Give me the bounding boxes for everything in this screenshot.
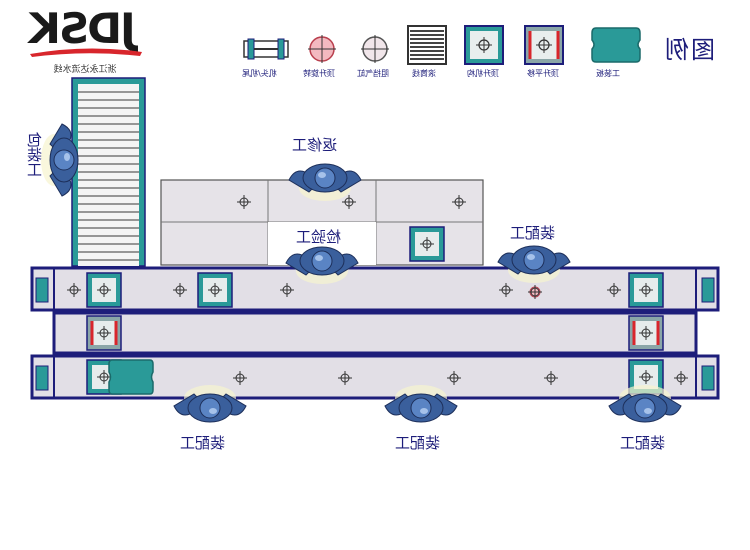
- lift-rotate-icon: [308, 35, 336, 63]
- label-assembler-b1: 装配工: [180, 434, 226, 452]
- conveyor-lane-3: [30, 354, 720, 400]
- worker-assembler-b1: [173, 384, 247, 423]
- label-assembler-b2: 装配工: [395, 434, 441, 452]
- worker-assembler-b2: [384, 384, 458, 423]
- head-tail-icon: [243, 38, 289, 60]
- roller-conveyor: [71, 77, 146, 267]
- label-repair: 返修工: [292, 136, 338, 154]
- worker-assembler-b3: [608, 384, 682, 423]
- pallet-icon: [591, 27, 641, 63]
- lift-mechanism-icon: [464, 25, 504, 65]
- worker-packer: [40, 123, 79, 197]
- lift-transfer-icon: [524, 25, 564, 65]
- label-packer: 包装工: [26, 132, 44, 177]
- worker-inspector: [285, 246, 359, 285]
- label-assembler-b3: 装配工: [620, 434, 666, 452]
- logo-swoosh: [30, 48, 142, 57]
- inspection-block: [160, 179, 484, 266]
- label-inspector: 检验工: [296, 228, 342, 246]
- stopper-cylinder-icon: [361, 35, 389, 63]
- conveyor-lane-2: [52, 311, 698, 355]
- conveyor-lane-1: [30, 266, 720, 312]
- worker-repair: [288, 163, 362, 202]
- roller-line-icon: [407, 25, 447, 65]
- worker-assembler-top: [497, 245, 571, 284]
- label-assembler-top: 装配工: [510, 224, 556, 242]
